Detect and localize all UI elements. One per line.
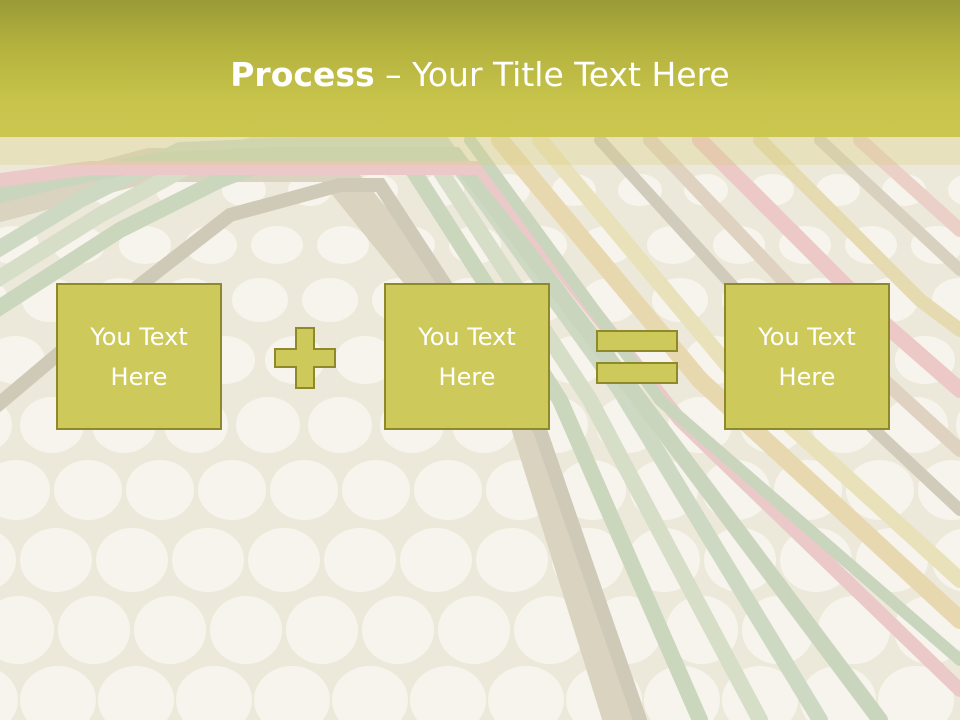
background-dot	[342, 460, 410, 520]
background-dot	[210, 596, 282, 664]
header-band	[0, 137, 960, 165]
background-dot	[270, 460, 338, 520]
process-box-1-label: You Text Here	[90, 322, 188, 391]
background-dot	[119, 226, 171, 264]
background-dot	[54, 460, 122, 520]
background-dot	[514, 596, 586, 664]
background-dot	[846, 460, 914, 520]
process-box-2[interactable]: You Text Here	[384, 283, 550, 430]
background-dot	[236, 397, 300, 453]
background-dot	[172, 528, 244, 592]
background-dot	[668, 397, 732, 453]
background-dot	[324, 528, 396, 592]
background-dot	[126, 460, 194, 520]
background-dot	[362, 596, 434, 664]
background-dot	[0, 671, 18, 720]
background-dot	[248, 528, 320, 592]
background-dot	[884, 397, 948, 453]
background-dot	[476, 528, 548, 592]
background-dot	[0, 596, 54, 664]
background-dot	[58, 596, 130, 664]
title-separator: –	[374, 55, 413, 94]
process-box-1[interactable]: You Text Here	[56, 283, 222, 430]
background-dot	[98, 666, 174, 720]
background-dot	[332, 666, 408, 720]
background-dot	[302, 278, 358, 322]
background-dot	[414, 460, 482, 520]
process-box-2-label: You Text Here	[418, 322, 516, 391]
process-box-3-label: You Text Here	[758, 322, 856, 391]
background-dot	[956, 411, 960, 439]
background-dot	[254, 666, 330, 720]
process-box-3[interactable]: You Text Here	[724, 283, 890, 430]
background-dot	[20, 666, 96, 720]
background-dot	[438, 596, 510, 664]
background-dot	[0, 460, 50, 520]
background-dot	[317, 226, 369, 264]
background-dot	[400, 528, 472, 592]
background-dot	[948, 175, 960, 205]
background-dot	[251, 226, 303, 264]
background-dot	[308, 397, 372, 453]
background-dot	[232, 278, 288, 322]
title-rest: Your Title Text Here	[412, 55, 730, 94]
title-strong: Process	[230, 55, 375, 94]
background-dot	[286, 596, 358, 664]
slide-title: Process – Your Title Text Here	[0, 50, 960, 100]
equals-icon	[596, 330, 678, 384]
background-dot	[198, 460, 266, 520]
plus-icon	[274, 327, 336, 389]
background-dot	[335, 336, 395, 384]
background-dot	[878, 666, 954, 720]
background-dot	[134, 596, 206, 664]
background-dot	[176, 666, 252, 720]
background-dot	[20, 528, 92, 592]
background-dot	[410, 666, 486, 720]
background-dot	[96, 528, 168, 592]
title-header	[0, 0, 960, 137]
background-dot	[0, 533, 16, 587]
background-dot	[0, 403, 12, 447]
background-dot	[488, 666, 564, 720]
